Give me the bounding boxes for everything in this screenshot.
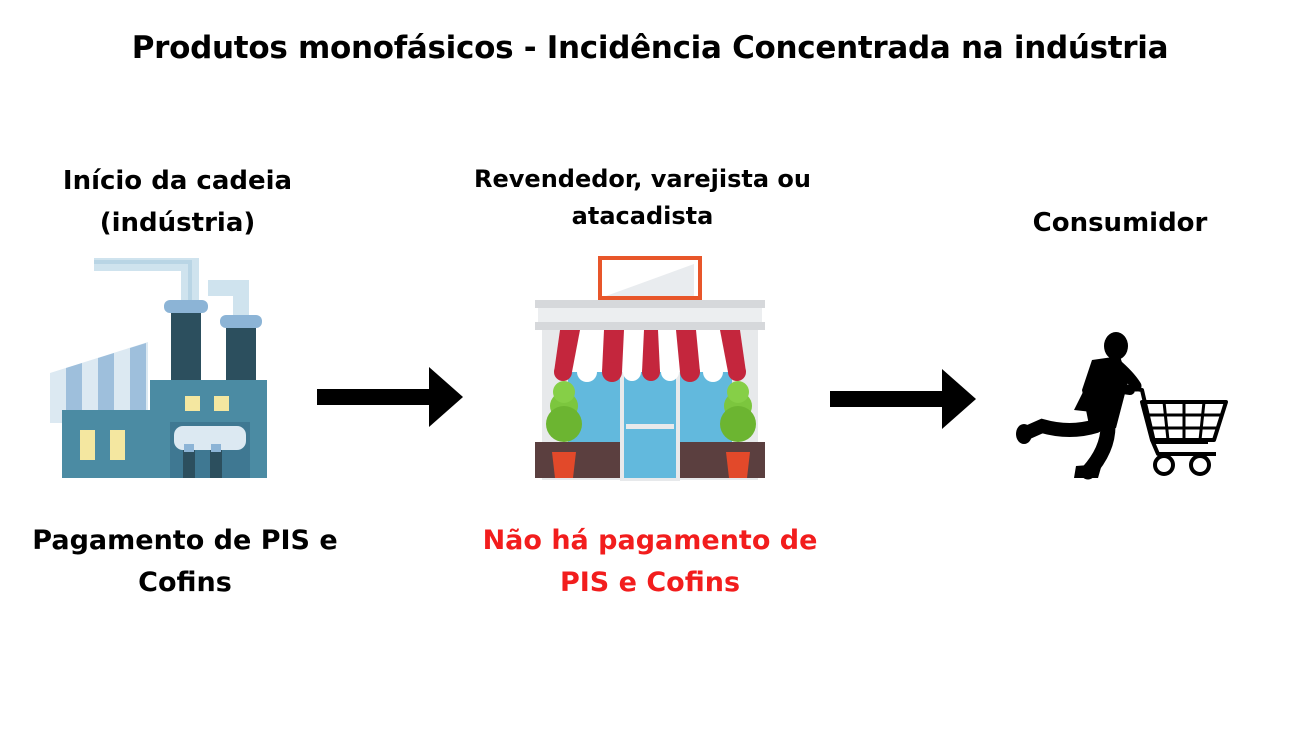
stage-2-note: Não há pagamento de PIS e Cofins bbox=[455, 520, 845, 604]
arrow-right-icon bbox=[830, 369, 976, 429]
stage-1-label-line-1: Início da cadeia bbox=[62, 166, 293, 196]
stage-1-label-line-2: (indústria) bbox=[99, 208, 256, 238]
plant-left bbox=[546, 381, 582, 478]
diagram-title: Produtos monofásicos - Incidência Concen… bbox=[131, 30, 1169, 66]
stage-1-note-line-2: Cofins bbox=[138, 567, 232, 598]
stage-2-label: Revendedor, varejista ou atacadista bbox=[440, 161, 845, 235]
plant-right bbox=[720, 381, 756, 478]
stage-1-note-line-1: Pagamento de PIS e bbox=[32, 525, 338, 556]
stage-1-note: Pagamento de PIS e Cofins bbox=[15, 520, 355, 604]
shopper-with-cart-icon bbox=[1016, 332, 1228, 480]
shop-icon bbox=[535, 256, 765, 481]
stage-3-label: Consumidor bbox=[990, 202, 1250, 244]
stage-3-label-line-1: Consumidor bbox=[1032, 208, 1208, 238]
arrow-right-icon bbox=[317, 367, 463, 427]
stage-1-label: Início da cadeia (indústria) bbox=[20, 160, 335, 244]
stage-2-label-line-1: Revendedor, varejista ou bbox=[474, 165, 811, 193]
stage-2-note-line-1: Não há pagamento de bbox=[482, 525, 818, 556]
stage-2-note-line-2: PIS e Cofins bbox=[559, 567, 741, 598]
stage-2-label-line-2: atacadista bbox=[571, 202, 714, 230]
factory-icon bbox=[50, 258, 267, 478]
